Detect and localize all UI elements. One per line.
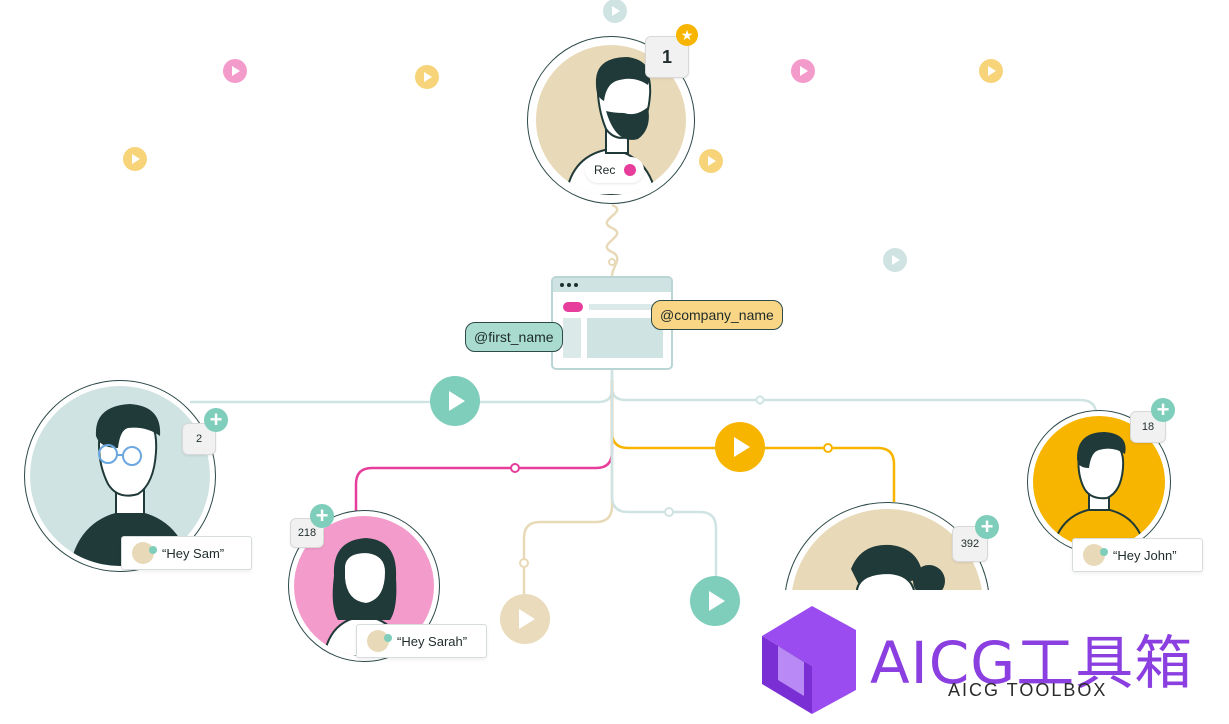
rec-indicator[interactable]: Rec — [585, 157, 645, 183]
add-icon[interactable]: + — [1151, 398, 1175, 422]
floating-play-icon — [699, 149, 723, 173]
browser-title-bar — [553, 278, 671, 292]
star-icon: ★ — [676, 24, 698, 46]
first-name-variable-tag[interactable]: @first_name — [465, 322, 563, 352]
floating-play-icon — [223, 59, 247, 83]
sender-avatar-icon — [132, 542, 157, 564]
rec-label: Rec — [594, 163, 616, 177]
add-icon[interactable]: + — [310, 504, 334, 528]
floating-play-icon — [979, 59, 1003, 83]
play-icon — [734, 437, 750, 457]
play-button[interactable] — [500, 594, 550, 644]
floating-play-icon — [415, 65, 439, 89]
connector-node — [823, 443, 833, 453]
sarah-count-badge: 218 — [290, 518, 324, 548]
squiggle-connector — [605, 203, 619, 277]
branch-john — [610, 370, 1098, 415]
john-avatar — [1027, 410, 1171, 554]
company-name-variable-tag[interactable]: @company_name — [651, 300, 783, 330]
count-text: 18 — [1141, 421, 1155, 433]
count-text: 218 — [297, 527, 317, 539]
tag-text: @first_name — [474, 329, 554, 345]
tag-text: @company_name — [660, 307, 774, 323]
count-text: 392 — [960, 538, 980, 550]
play-icon — [449, 391, 465, 411]
john-count-badge: 18 — [1130, 411, 1166, 443]
greeting-text: “Hey Sam” — [162, 545, 225, 561]
watermark-subtitle: AICG TOOLBOX — [948, 680, 1108, 700]
record-dot-icon — [624, 164, 637, 176]
branch-beige — [522, 380, 614, 600]
floating-play-icon — [123, 147, 147, 171]
branch-sam — [190, 370, 614, 404]
greeting-chip-sam: “Hey Sam” — [121, 536, 252, 570]
add-icon[interactable]: + — [975, 515, 999, 539]
play-button[interactable] — [715, 422, 765, 472]
connector-node — [519, 558, 529, 568]
connector-node — [755, 395, 765, 405]
floating-play-icon — [603, 0, 627, 23]
aicg-logo-icon — [762, 606, 856, 714]
greeting-text: “Hey John” — [1113, 547, 1177, 563]
connector-node — [510, 463, 520, 473]
count-text: 1 — [661, 46, 672, 67]
greeting-chip-john: “Hey John” — [1072, 538, 1203, 572]
play-button[interactable] — [690, 576, 740, 626]
floating-play-icon — [883, 248, 907, 272]
greeting-text: “Hey Sarah” — [397, 633, 468, 649]
sender-avatar-icon — [367, 630, 392, 652]
play-icon — [519, 609, 535, 629]
add-icon[interactable]: + — [204, 408, 228, 432]
watermark-title: AICG工具箱 — [870, 629, 1194, 697]
play-icon — [709, 591, 725, 611]
branch-teal — [610, 380, 718, 582]
play-button[interactable] — [430, 376, 480, 426]
greeting-chip-sarah: “Hey Sarah” — [356, 624, 487, 658]
connector-node — [608, 258, 616, 266]
sender-avatar-icon — [1083, 544, 1108, 566]
connector-node — [664, 507, 674, 517]
count-text: 2 — [195, 433, 203, 445]
video-record-icon — [563, 302, 583, 312]
floating-play-icon — [791, 59, 815, 83]
